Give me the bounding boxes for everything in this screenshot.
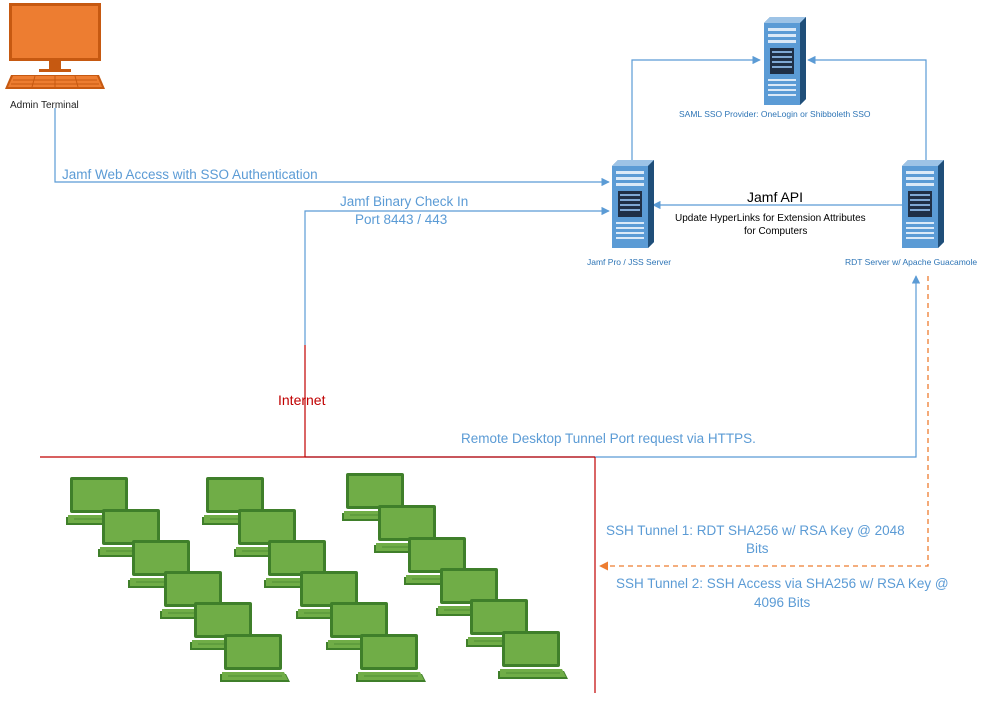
internet-label: Internet (278, 392, 326, 408)
rdt-to-saml-connector (807, 55, 927, 160)
jamf-api-title: Jamf API (747, 189, 803, 205)
ssh-tunnel-2-label-1: SSH Tunnel 2: SSH Access via SHA256 w/ R… (616, 576, 949, 591)
binary-checkin-label-1: Jamf Binary Check In (340, 194, 468, 209)
laptop-icon (498, 631, 568, 680)
jamf-api-label-2: for Computers (744, 226, 807, 237)
jamf-to-saml-connector (631, 55, 761, 160)
jamf-server-label: Jamf Pro / JSS Server (587, 257, 671, 267)
ssh-tunnel-2-label-2: 4096 Bits (754, 595, 811, 610)
ssh-tunnel-1-label-1: SSH Tunnel 1: RDT SHA256 w/ RSA Key @ 20… (606, 523, 905, 538)
saml-server-label: SAML SSO Provider: OneLogin or Shibbolet… (679, 109, 871, 119)
web-access-label: Jamf Web Access with SSO Authentication (62, 167, 318, 182)
ssh-tunnel-1-label-2: Bits (746, 541, 769, 556)
client-laptops (66, 473, 568, 683)
laptop-icon (220, 634, 290, 683)
server-tower-icon (764, 17, 806, 105)
desktop-computer-icon (5, 3, 105, 90)
binary-checkin-connector (304, 206, 610, 345)
rdt-request-label: Remote Desktop Tunnel Port request via H… (461, 431, 756, 446)
admin-terminal-label: Admin Terminal (10, 100, 79, 111)
server-tower-icon (612, 160, 654, 248)
web-access-connector (54, 108, 610, 187)
laptop-icon (356, 634, 426, 683)
ssh-tunnel-connector (599, 276, 929, 571)
rdt-request-connector (305, 275, 921, 458)
jamf-api-label-1: Update HyperLinks for Extension Attribut… (675, 213, 866, 224)
rdt-server-label: RDT Server w/ Apache Guacamole (845, 257, 977, 267)
binary-checkin-label-2: Port 8443 / 443 (355, 212, 447, 227)
server-tower-icon (902, 160, 944, 248)
